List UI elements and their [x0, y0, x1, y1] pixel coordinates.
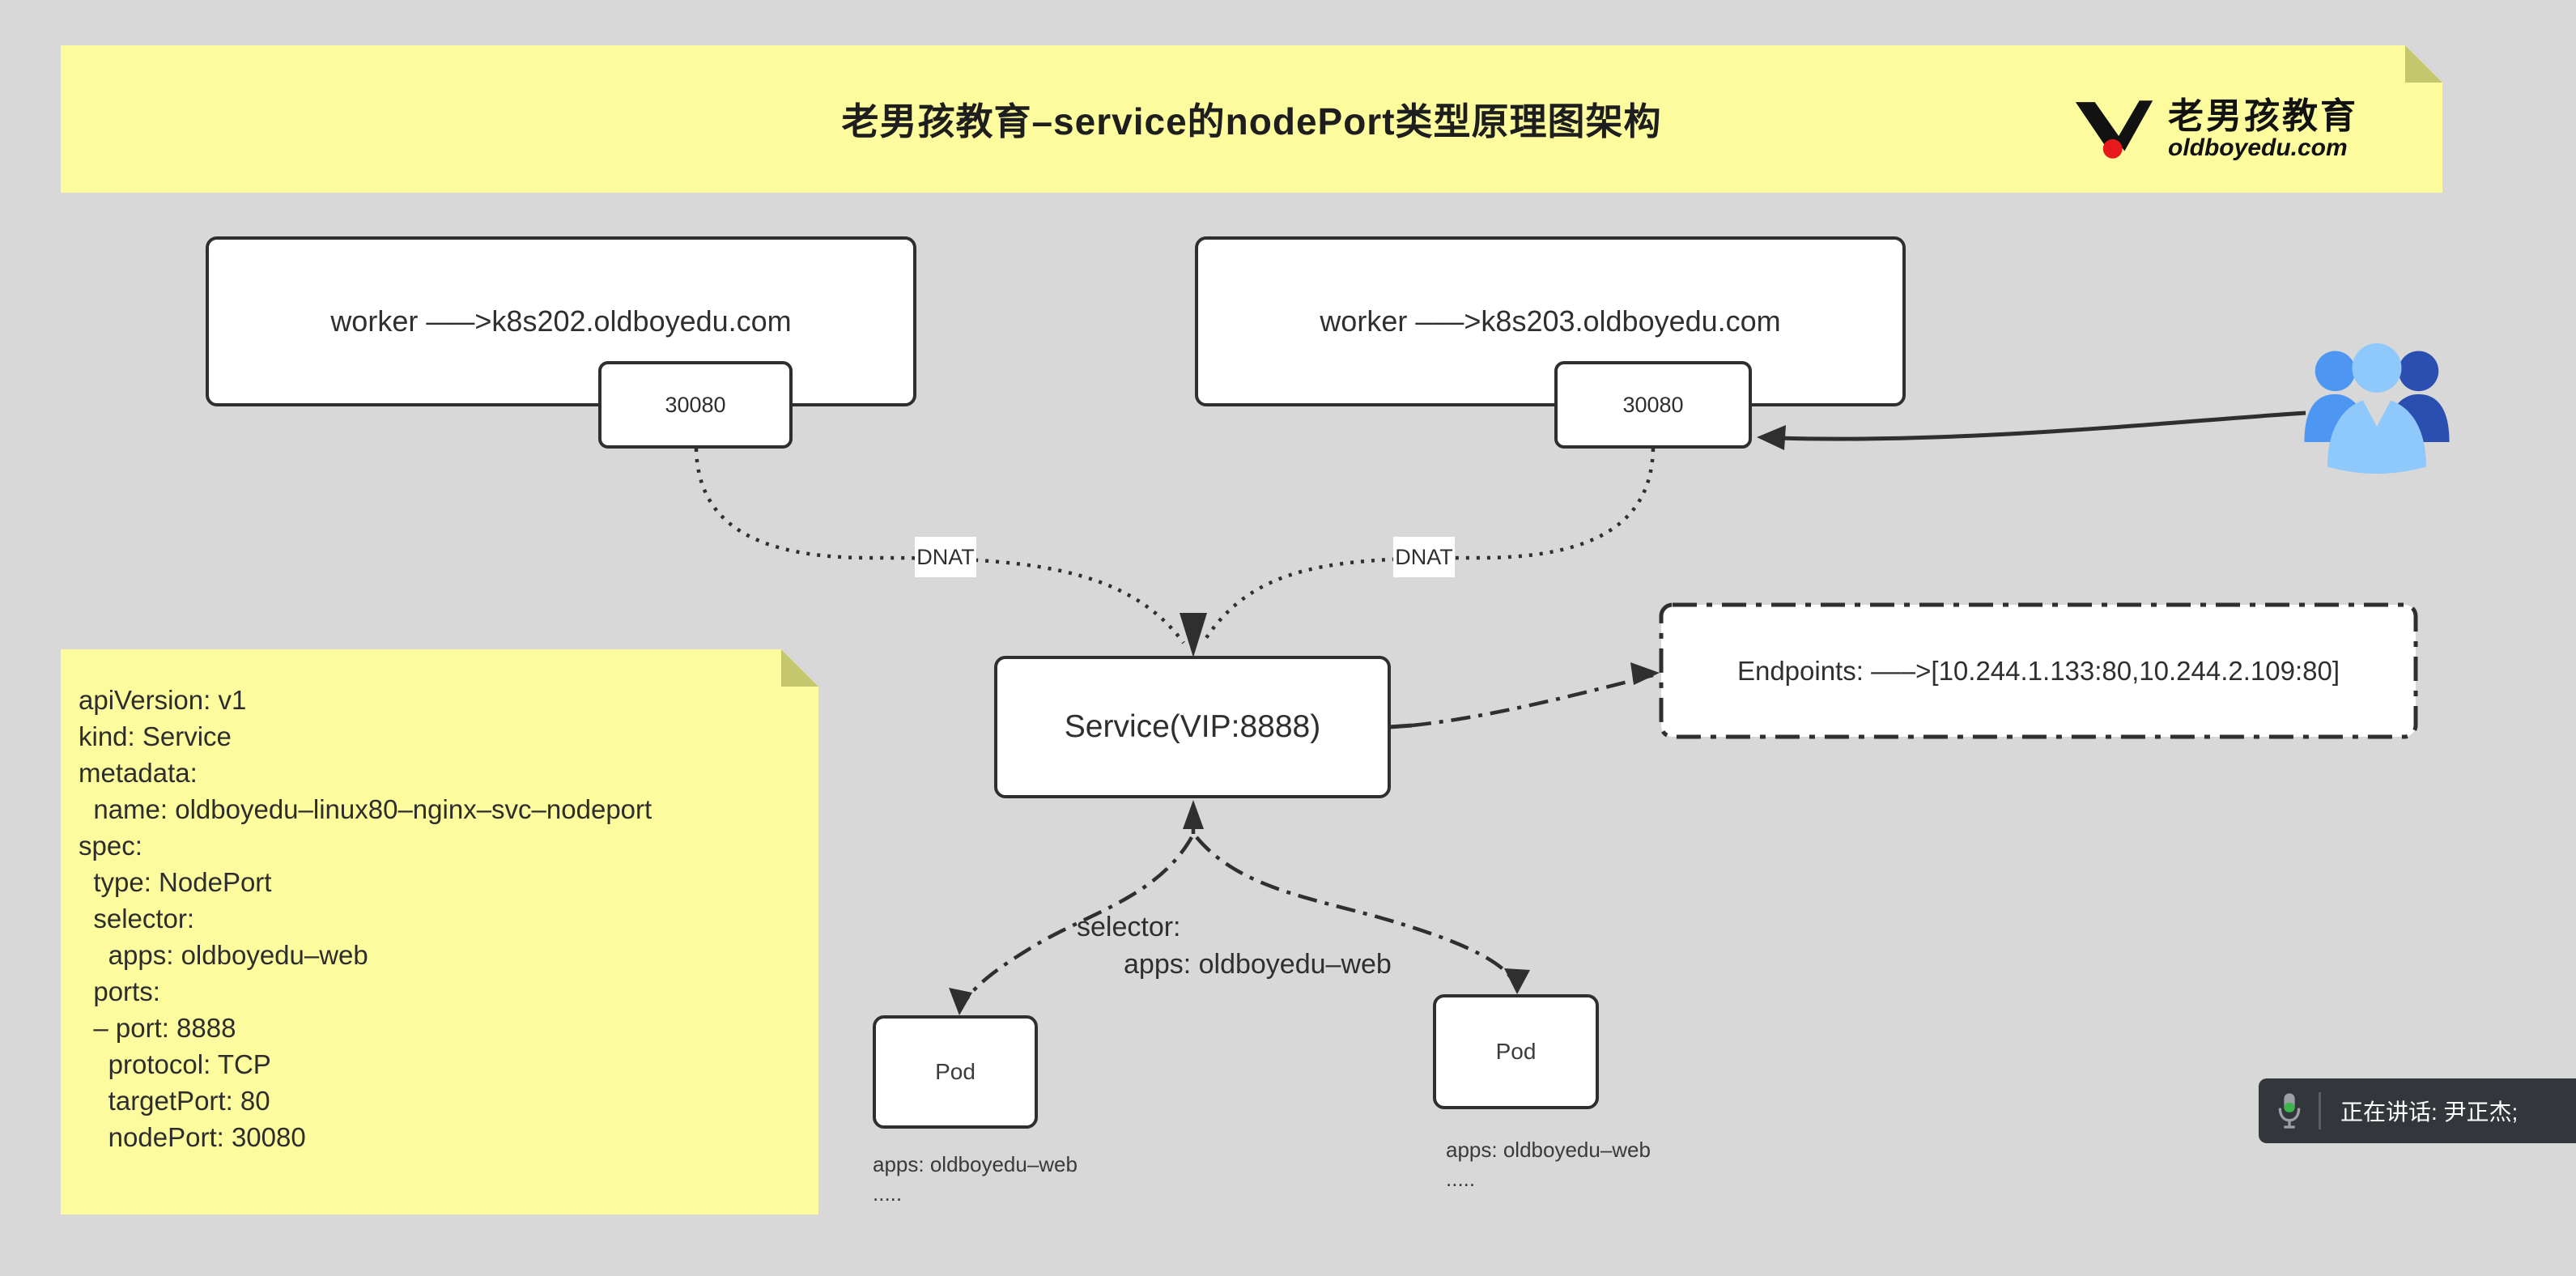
pod1-meta: apps: oldboyedu–web .....: [873, 1150, 1078, 1208]
worker-node-k8s202: worker –––>k8s202.oldboyedu.com: [206, 236, 916, 406]
nodeport1-label: 30080: [665, 392, 726, 417]
pod2-meta: apps: oldboyedu–web .....: [1446, 1135, 1651, 1193]
users-group-icon: [2299, 343, 2455, 474]
selector-annotation: selector: apps: oldboyedu–web: [1077, 908, 1392, 983]
arrowhead-pod2: [1504, 968, 1530, 994]
endpoints-label: Endpoints: –––>[10.244.1.133:80,10.244.2…: [1736, 655, 2340, 686]
yaml-line: name: oldboyedu–linux80–nginx–svc–nodepo…: [79, 794, 653, 824]
dnat-label-left: DNAT: [915, 537, 976, 577]
yaml-line: targetPort: 80: [79, 1086, 270, 1116]
microphone-icon: [2278, 1093, 2301, 1129]
service-endpoints-curve: [1411, 673, 1654, 728]
pod1-label: Pod: [935, 1059, 976, 1084]
nodeport-box-2: 30080: [1554, 361, 1752, 449]
endpoints-box: [1659, 602, 2418, 739]
yaml-line: type: NodePort: [79, 867, 272, 897]
speaking-toast: 正在讲话: 尹正杰;: [2259, 1078, 2576, 1143]
logo-domain-text: oldboyedu.com: [2168, 134, 2348, 162]
pod1-meta-dots: .....: [873, 1181, 903, 1206]
yaml-line: apps: oldboyedu–web: [79, 940, 368, 970]
yaml-line: protocol: TCP: [79, 1049, 271, 1079]
yaml-line: spec:: [79, 831, 142, 861]
oldboyedu-logo: 老男孩教育 oldboyedu.com: [2074, 81, 2414, 178]
selector-line1: selector:: [1077, 912, 1181, 942]
toast-divider: [2319, 1092, 2321, 1129]
logo-cn-text: 老男孩教育: [2168, 96, 2358, 137]
selector-branch-right: [1195, 836, 1518, 987]
logo-v-mark-icon: [2075, 100, 2153, 159]
worker1-label: worker –––>k8s202.oldboyedu.com: [330, 304, 792, 338]
pod-node-1: Pod: [873, 1015, 1038, 1129]
yaml-line: ports:: [79, 976, 160, 1006]
arrowhead-endpoints: [1630, 662, 1660, 685]
arrowhead-nodeport: [1757, 425, 1786, 450]
page-title: 老男孩教育–service的nodePort类型原理图架构: [841, 100, 1662, 142]
nodeport-box-1: 30080: [598, 361, 793, 449]
nodeport2-label: 30080: [1622, 392, 1684, 417]
yaml-line: nodePort: 30080: [79, 1122, 306, 1152]
yaml-manifest: apiVersion: v1 kind: Service metadata: n…: [79, 682, 802, 1155]
yaml-line: – port: 8888: [79, 1013, 236, 1043]
service-node: Service(VIP:8888): [994, 656, 1391, 798]
selector-branch-left: [959, 836, 1193, 1008]
yaml-line: selector:: [79, 904, 195, 934]
arrowhead-up-service-bottom: [1183, 800, 1204, 829]
yaml-line: kind: Service: [79, 721, 232, 751]
pod1-meta-apps: apps: oldboyedu–web: [873, 1152, 1078, 1176]
yaml-line: metadata:: [79, 758, 198, 788]
yaml-sticky-note: apiVersion: v1 kind: Service metadata: n…: [61, 649, 818, 1214]
arrowhead-into-service-top: [1180, 613, 1207, 657]
selector-line2: apps: oldboyedu–web: [1124, 949, 1392, 980]
worker-node-k8s203: worker –––>k8s203.oldboyedu.com: [1195, 236, 1906, 406]
worker2-label: worker –––>k8s203.oldboyedu.com: [1320, 304, 1781, 338]
arrowhead-pod1: [949, 988, 972, 1015]
service-endpoints-stub: [1388, 723, 1413, 729]
pod-node-2: Pod: [1433, 994, 1599, 1109]
pod2-meta-apps: apps: oldboyedu–web: [1446, 1138, 1651, 1162]
title-banner: 老男孩教育–service的nodePort类型原理图架构: [61, 45, 2442, 193]
pod2-meta-dots: .....: [1446, 1167, 1476, 1191]
speaking-toast-text: 正在讲话: 尹正杰;: [2340, 1099, 2519, 1125]
yaml-line: apiVersion: v1: [79, 685, 247, 715]
pod2-label: Pod: [1495, 1039, 1537, 1064]
users-arrow-line: [1777, 410, 2306, 441]
dnat-label-right: DNAT: [1393, 537, 1455, 577]
dnat-curve-left: [694, 448, 1185, 644]
service-label: Service(VIP:8888): [1064, 709, 1321, 744]
dnat-curve-right: [1201, 448, 1656, 644]
